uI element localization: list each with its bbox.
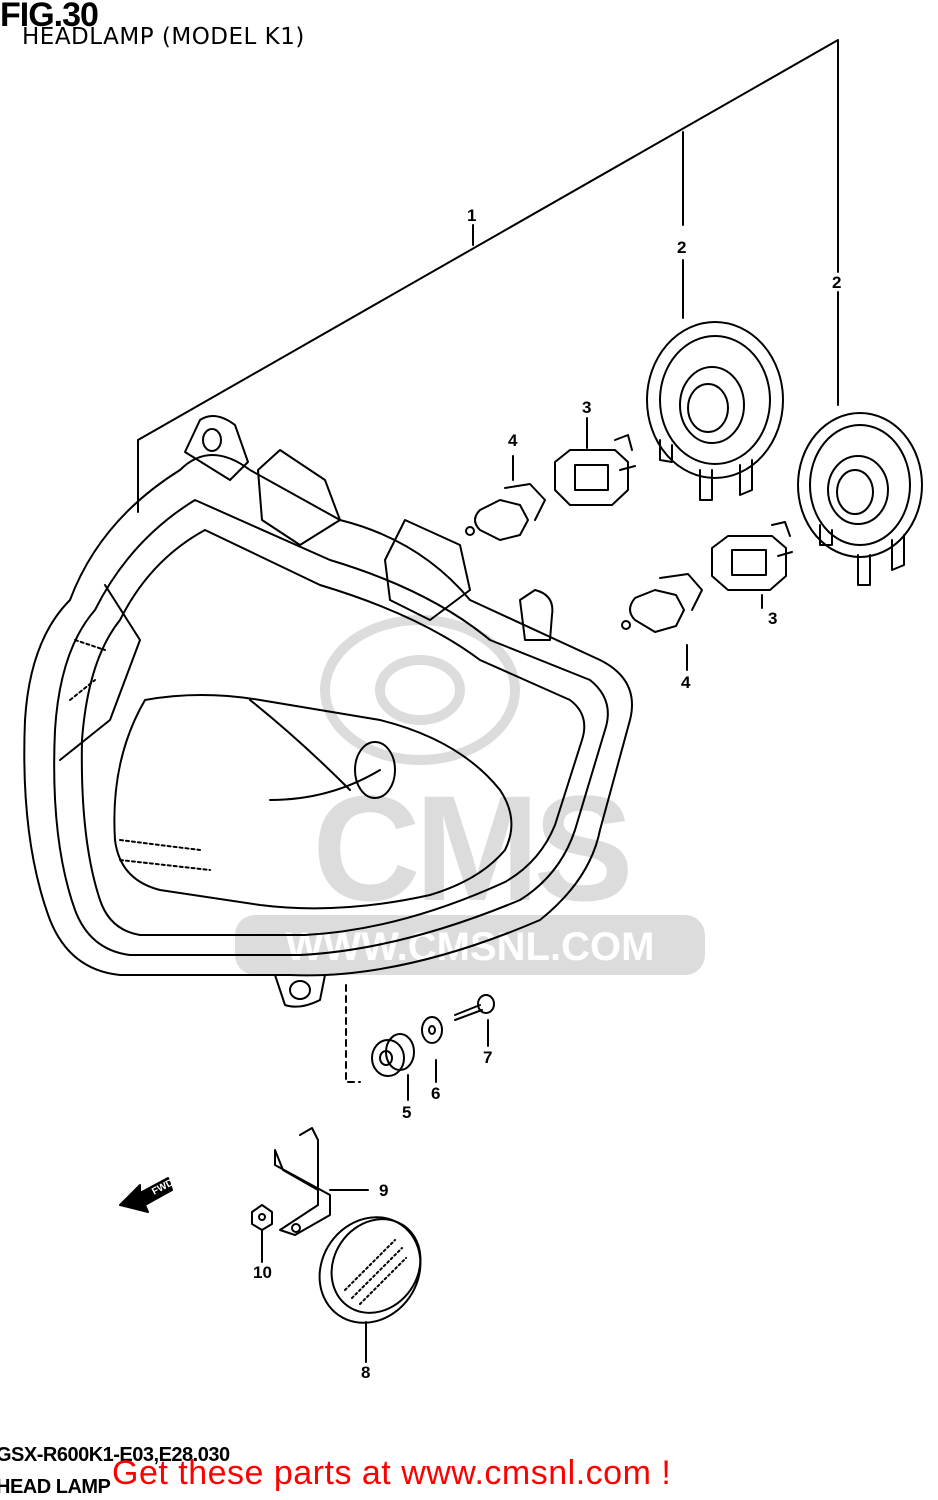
- callout-6: 6: [431, 1084, 440, 1103]
- leader-lines: [137, 39, 839, 1363]
- socket-cover-upper: [646, 321, 784, 501]
- callout-9: 9: [379, 1181, 388, 1200]
- callout-8: 8: [361, 1363, 370, 1382]
- callout-5: 5: [402, 1103, 411, 1122]
- cta-link[interactable]: Get these parts at www.cmsnl.com !: [112, 1454, 672, 1492]
- reflector: [318, 1216, 422, 1324]
- callout-3-lower: 3: [768, 609, 777, 628]
- nut: [251, 1204, 273, 1231]
- callout-4-upper: 4: [508, 431, 518, 450]
- callout-3-upper: 3: [582, 398, 591, 417]
- bulb-upper: [465, 483, 546, 541]
- bulb-lower: [621, 573, 703, 633]
- callout-7: 7: [483, 1048, 492, 1067]
- grommet: [371, 1033, 415, 1077]
- watermark-brand: CMS: [312, 764, 628, 932]
- socket-cover-lower: [797, 412, 923, 586]
- callout-1: 1: [467, 206, 476, 225]
- callout-2-lower: 2: [832, 273, 841, 292]
- fwd-arrow-icon: [119, 1177, 173, 1213]
- bulb-holder-lower: [711, 521, 793, 591]
- washer: [421, 1016, 443, 1044]
- callout-10: 10: [253, 1263, 272, 1282]
- figure-number: FIG.30: [0, 0, 99, 34]
- diagram-code: GSX-R600K1-E03,E28.030: [0, 1444, 230, 1466]
- callout-2-upper: 2: [677, 238, 686, 257]
- bulb-holder-upper: [554, 434, 636, 506]
- screw: [454, 994, 495, 1021]
- callout-labels: 1 2 2 3 4 3 4 5 6 7 9 10 8: [253, 206, 841, 1382]
- reflector-bracket: [274, 1127, 331, 1236]
- callout-4-lower: 4: [681, 673, 691, 692]
- section-name: HEAD LAMP: [0, 1476, 111, 1498]
- figure-subtitle: HEADLAMP (MODEL K1): [22, 24, 305, 50]
- headlamp-housing: [23, 415, 633, 1008]
